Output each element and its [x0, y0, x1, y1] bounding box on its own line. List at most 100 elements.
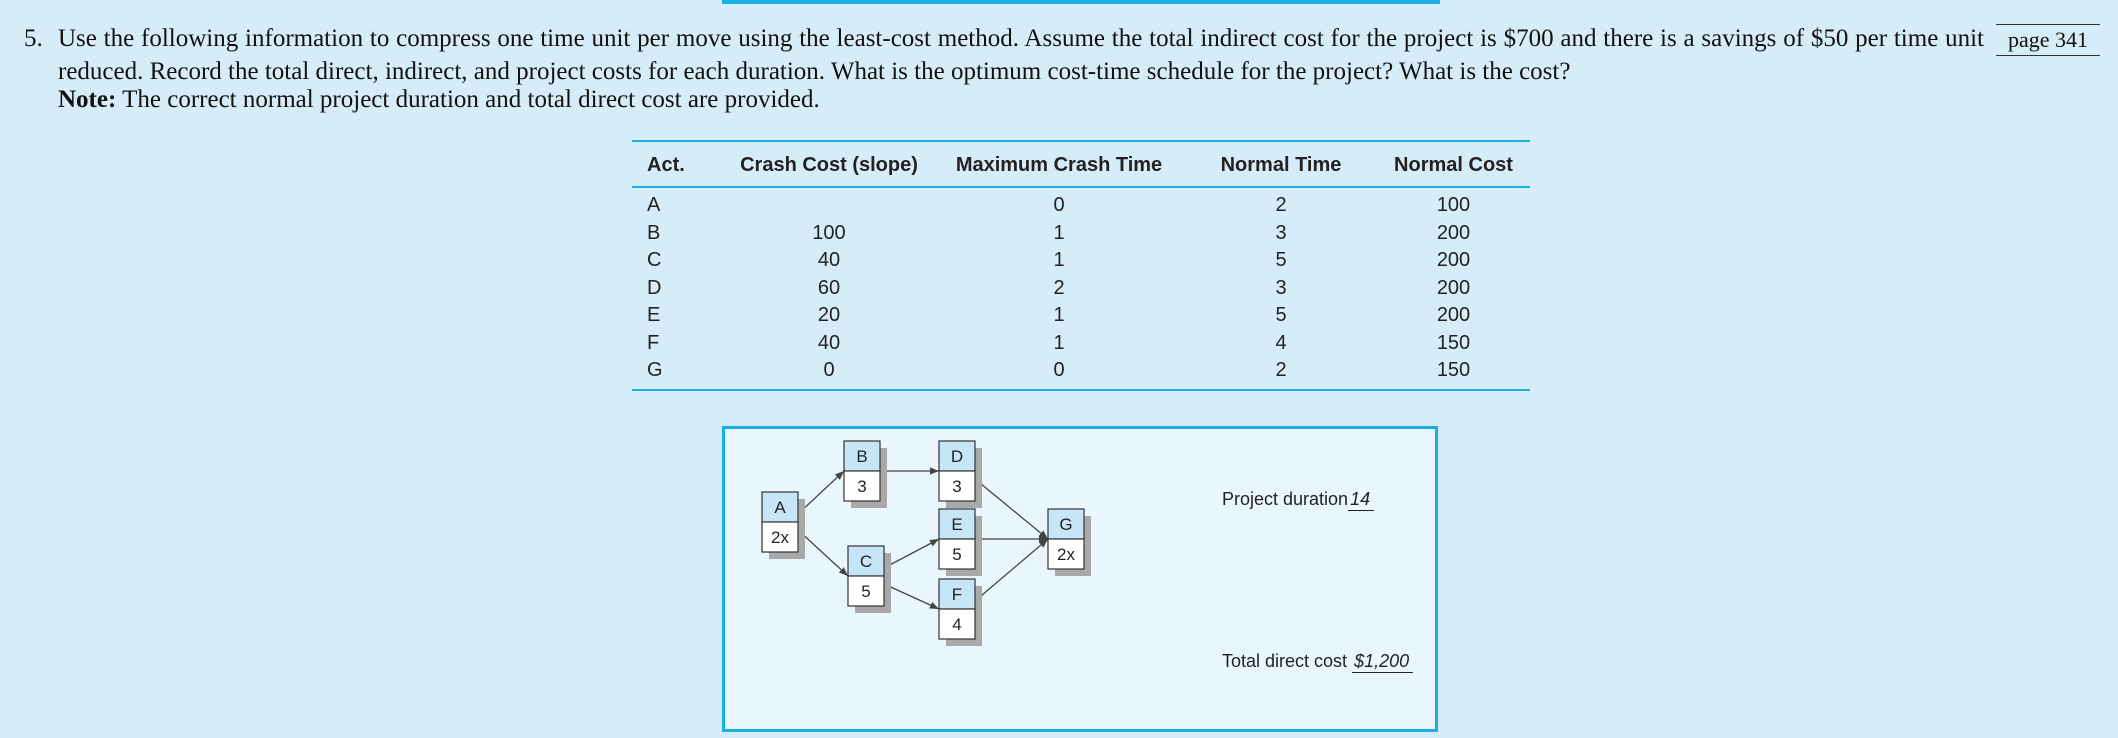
node-e: E5: [938, 508, 982, 576]
total-direct-cost-value: $1,200: [1352, 651, 1414, 673]
node-duration: 2x: [1057, 545, 1075, 564]
node-duration-box: [761, 521, 799, 553]
table-header-row: Act. Crash Cost (slope) Maximum Crash Ti…: [632, 141, 1530, 188]
node-label: B: [856, 447, 867, 466]
cell-max-crash-time: 1: [1053, 331, 1065, 354]
cell-normal-time: 4: [1275, 331, 1287, 354]
node-duration: 5: [861, 582, 870, 601]
table-row: A 0 2 100: [632, 187, 1530, 220]
node-duration-box: [843, 470, 881, 502]
cell-normal-cost: 100: [1436, 194, 1471, 217]
table-row: F 40 1 4 150: [632, 330, 1530, 358]
cell-max-crash-time: 0: [1053, 194, 1065, 217]
node-duration: 4: [952, 615, 961, 634]
note-text: The correct normal project duration and …: [116, 86, 820, 113]
edge-a-c: [797, 529, 849, 577]
node-b: B3: [843, 440, 887, 508]
edge-d-g: [974, 478, 1049, 540]
cell-normal-time: 2: [1275, 194, 1287, 217]
cell-max-crash-time: 1: [1053, 304, 1065, 327]
problem-text: Use the following information to compres…: [58, 25, 1984, 85]
total-direct-cost-line: Total direct cost $1,200: [1222, 651, 1414, 673]
cell-normal-time: 5: [1275, 304, 1287, 327]
cell-normal-time: 5: [1275, 249, 1287, 272]
cell-crash-cost: 0: [823, 359, 835, 382]
col-header-max-crash-time: Maximum Crash Time: [933, 141, 1185, 188]
table-row: B 100 1 3 200: [632, 220, 1530, 248]
cell-max-crash-time: 1: [1053, 221, 1065, 244]
node-header-box: [1047, 508, 1085, 540]
node-duration: 5: [952, 545, 961, 564]
cell-normal-cost: 200: [1436, 221, 1471, 244]
col-header-normal-cost: Normal Cost: [1377, 141, 1530, 188]
edge-f-g: [974, 538, 1049, 602]
edges-layer: [797, 467, 1049, 610]
table-row: G 0 0 2 150: [632, 357, 1530, 390]
cell-activity: A: [647, 194, 661, 217]
table-row: C 40 1 5 200: [632, 247, 1530, 275]
node-c: C5: [847, 545, 891, 613]
node-header-box: [938, 578, 976, 610]
cell-crash-cost: 40: [817, 331, 841, 354]
cell-normal-cost: 150: [1436, 331, 1471, 354]
col-header-crash-cost: Crash Cost (slope): [725, 141, 933, 188]
node-label: E: [951, 515, 962, 534]
cell-activity: E: [647, 304, 661, 327]
node-label: G: [1059, 515, 1072, 534]
cell-normal-cost: 150: [1436, 359, 1471, 382]
node-duration: 2x: [771, 528, 789, 547]
cell-normal-time: 3: [1275, 276, 1287, 299]
cell-crash-cost: 100: [812, 221, 846, 244]
cell-activity: C: [647, 249, 662, 272]
cell-normal-cost: 200: [1436, 304, 1471, 327]
edge-c-f: [883, 583, 940, 610]
project-duration-value: 14: [1348, 489, 1375, 511]
edge-a-b: [797, 470, 845, 515]
cell-max-crash-time: 0: [1053, 359, 1065, 382]
node-duration-box: [938, 608, 976, 640]
node-g: G 2x: [1047, 508, 1091, 576]
page-reference: page 341: [1996, 24, 2100, 56]
node-duration-box: [1047, 538, 1085, 570]
col-header-act: Act.: [632, 141, 725, 188]
node-f: F4: [938, 578, 982, 646]
node-label: F: [952, 585, 962, 604]
node-duration-box: [938, 470, 976, 502]
edge-c-e: [883, 538, 940, 569]
node-label: A: [774, 498, 786, 517]
cell-normal-time: 2: [1275, 359, 1287, 382]
cell-crash-cost: [725, 187, 933, 220]
cell-activity: F: [647, 331, 660, 354]
node-label: C: [860, 552, 872, 571]
cell-crash-cost: 40: [817, 249, 841, 272]
note-line: Note: The correct normal project duratio…: [58, 86, 820, 114]
cell-activity: D: [647, 276, 662, 299]
total-direct-cost-label: Total direct cost: [1222, 651, 1348, 671]
note-label: Note:: [58, 86, 117, 113]
activity-table: Act. Crash Cost (slope) Maximum Crash Ti…: [632, 140, 1530, 391]
cell-crash-cost: 20: [817, 304, 841, 327]
project-duration-label: Project duration: [1222, 489, 1349, 509]
col-header-normal-time: Normal Time: [1185, 141, 1377, 188]
cell-crash-cost: 60: [817, 276, 841, 299]
node-duration-box: [938, 538, 976, 570]
cell-max-crash-time: 2: [1053, 276, 1065, 299]
cell-activity: B: [647, 221, 661, 244]
table-row: E 20 1 5 200: [632, 302, 1530, 330]
cell-normal-cost: 200: [1436, 249, 1471, 272]
node-duration: 3: [857, 477, 866, 496]
cell-max-crash-time: 1: [1053, 249, 1065, 272]
node-duration: 3: [952, 477, 961, 496]
problem-statement: 5. Use the following information to comp…: [24, 22, 1984, 88]
cell-normal-cost: 200: [1436, 276, 1471, 299]
node-d: D3: [938, 440, 982, 508]
problem-number: 5.: [24, 25, 43, 52]
cell-normal-time: 3: [1275, 221, 1287, 244]
top-accent-bar: [722, 0, 1440, 4]
node-a: A 2x: [761, 491, 805, 559]
node-label: D: [951, 447, 963, 466]
